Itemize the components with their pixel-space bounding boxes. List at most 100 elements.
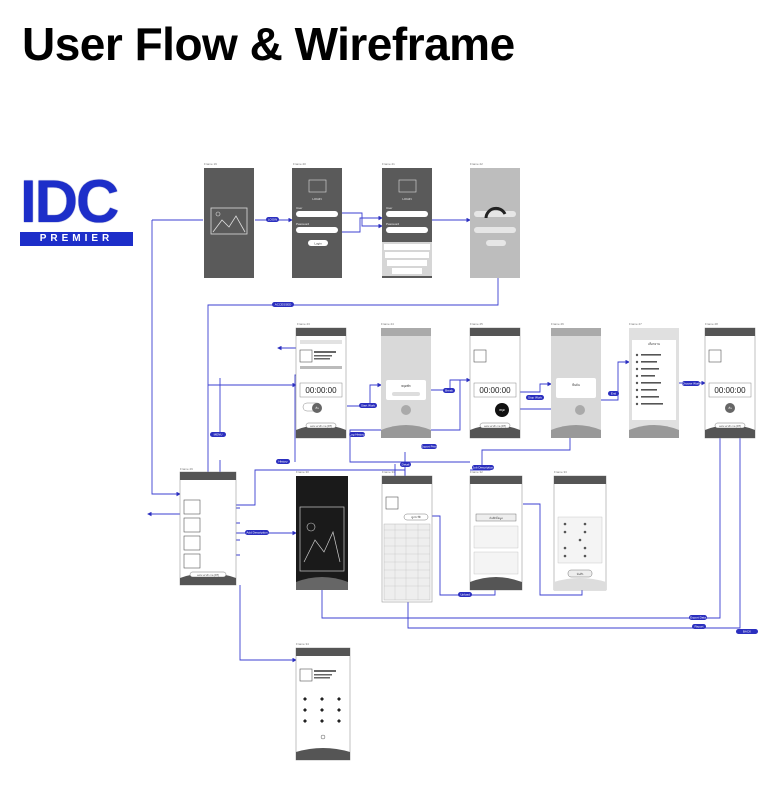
login-password-label: Password	[296, 222, 310, 226]
frame-labels: Frame 19 Frame 20 Frame 21 Frame 22 Fram…	[180, 162, 718, 646]
page-title: User Flow & Wireframe	[22, 18, 515, 70]
timer-value: 00:00:00	[305, 386, 337, 395]
tag-job-description[interactable]: Job Description	[472, 465, 494, 470]
frame-label-photo: Frame 30	[296, 470, 309, 474]
tag-end[interactable]: End	[608, 391, 619, 396]
tag-export-print[interactable]: Export Print	[421, 444, 437, 449]
screen-timer-confirm[interactable]: ยืนยัน	[551, 328, 601, 438]
tag-report[interactable]: Report	[692, 624, 706, 629]
screen-timer-running[interactable]: 00:00:00 หยุด ออกเวลาทำงาน (OT)	[469, 327, 521, 439]
svg-text:Break: Break	[445, 389, 453, 393]
tag-start-work[interactable]: Start Work	[359, 403, 377, 408]
tag-history[interactable]: History	[276, 459, 290, 464]
tag-export-data[interactable]: Export Data	[689, 615, 707, 620]
svg-text:BACK: BACK	[743, 630, 751, 634]
svg-text:ACCESSED: ACCESSED	[275, 303, 292, 307]
screen-menu-list[interactable]: ออกเวลาทำงาน (OT)	[179, 471, 237, 586]
frame-label-loading: Frame 22	[470, 162, 483, 166]
svg-text:Export Print: Export Print	[421, 445, 437, 449]
screen-timer-main[interactable]: 00:00:00 เริ่ม ออกเวลาทำงาน (OT)	[295, 327, 347, 439]
keyboard-user-input[interactable]	[386, 211, 428, 217]
radio-save-button[interactable]	[567, 569, 593, 578]
connector-start-work	[347, 382, 382, 407]
frame-label-timer-main: Frame 23	[297, 322, 310, 326]
keyboard-password-input[interactable]	[386, 227, 428, 233]
connector-login-keyboard-b	[342, 215, 383, 233]
end-ot-label: ออกเวลาทำงาน (OT)	[719, 425, 741, 428]
svg-text:Start Work: Start Work	[361, 404, 376, 408]
ot-button-label: ออกเวลาทำงาน (OT)	[310, 425, 332, 428]
tag-break[interactable]: Break	[443, 388, 455, 393]
screen-photo-dark[interactable]	[296, 476, 348, 590]
tag-back[interactable]: BACK	[736, 629, 758, 634]
screen-radio-form[interactable]: บันทึก	[553, 475, 607, 591]
screen-login[interactable]: LOGIN User Password Login	[292, 168, 342, 278]
ot-button[interactable]	[305, 422, 337, 429]
stop-button[interactable]	[495, 403, 509, 417]
screen-profile[interactable]	[295, 647, 351, 761]
svg-text:LOGIN: LOGIN	[268, 218, 277, 222]
frame-label-timer-confirm: Frame 26	[551, 322, 564, 326]
screen-login-keyboard[interactable]: LOGIN User Password	[382, 168, 432, 278]
frame-label-timer-end: Frame 28	[705, 322, 718, 326]
start-button[interactable]	[312, 403, 322, 413]
radio-save-label: บันทึก	[577, 572, 584, 576]
screen-timer-popup[interactable]: หยุดพัก	[381, 328, 431, 438]
frame-label-splash: Frame 19	[204, 162, 217, 166]
tag-log-history[interactable]: Log History	[349, 432, 365, 437]
frame-label-timer-popup: Frame 24	[381, 322, 394, 326]
connector-table-form	[420, 515, 496, 596]
image-placeholder-icon	[210, 207, 248, 235]
tag-detail[interactable]: Detail	[400, 462, 411, 467]
frame-label-radio: Frame 33	[554, 470, 567, 474]
tag-upload[interactable]: Upload	[458, 592, 472, 597]
svg-text:MENU: MENU	[214, 433, 223, 437]
tag-add-description[interactable]: Add Description	[245, 530, 269, 535]
screen-timer-end[interactable]: 00:00:00 เริ่ม ออกเวลาทำงาน (OT)	[704, 327, 756, 439]
list-select-heading: เลือกงาน	[648, 341, 660, 346]
history-button-label: ดูประวัติ	[411, 515, 421, 519]
svg-text:Log History: Log History	[349, 433, 365, 437]
frame-label-list-select: Frame 27	[629, 322, 642, 326]
connector-tags: LOGIN ACCESSED Start Work Break Stop Wor…	[210, 217, 758, 634]
end-timer-value: 00:00:00	[714, 386, 746, 395]
tag-menu[interactable]: MENU	[210, 432, 226, 437]
keyboard-image-icon	[398, 179, 417, 193]
stop-button-label: หยุด	[499, 408, 505, 413]
photo-placeholder-icon	[299, 506, 345, 572]
tag-accessed[interactable]: ACCESSED	[272, 302, 294, 307]
start-button-label: เริ่ม	[315, 406, 319, 410]
login-user-label: User	[296, 206, 302, 210]
screen-list-select[interactable]: เลือกงาน	[629, 328, 679, 438]
tag-login[interactable]: LOGIN	[266, 217, 279, 222]
timer-display	[299, 382, 343, 398]
history-button[interactable]	[403, 513, 429, 521]
login-password-input[interactable]	[296, 227, 338, 233]
tag-stop-work[interactable]: Stop Work	[526, 395, 544, 400]
screen-table[interactable]: ดูประวัติ	[381, 475, 433, 603]
screen-form[interactable]: บันทึกข้อมูล	[469, 475, 523, 591]
tag-choose-work[interactable]: Choose Work	[682, 381, 701, 386]
login-button[interactable]	[308, 240, 328, 246]
svg-text:Stop Work: Stop Work	[528, 396, 542, 400]
connector-loading-accessed	[207, 278, 499, 490]
frame-label-table: Frame 31	[382, 470, 395, 474]
connector-loop-2	[349, 380, 470, 463]
svg-text:Add Description: Add Description	[246, 531, 268, 535]
logo-letters: IDC	[20, 168, 119, 235]
avatar	[299, 349, 313, 363]
svg-text:Detail: Detail	[402, 463, 410, 467]
login-user-input[interactable]	[296, 211, 338, 217]
running-ot-label: ออกเวลาทำงาน (OT)	[484, 425, 506, 428]
save-data-button[interactable]	[475, 513, 517, 522]
confirm-dialog-text: ยืนยัน	[572, 382, 580, 387]
connector-menu-table	[236, 469, 406, 506]
screen-splash[interactable]	[204, 168, 254, 278]
svg-text:History: History	[278, 460, 288, 464]
popup-dialog[interactable]	[386, 380, 426, 400]
svg-text:Upload: Upload	[460, 593, 470, 597]
connector-menu-profile	[239, 585, 297, 663]
svg-text:Choose Work: Choose Work	[682, 382, 701, 386]
svg-text:Export Data: Export Data	[690, 616, 706, 620]
